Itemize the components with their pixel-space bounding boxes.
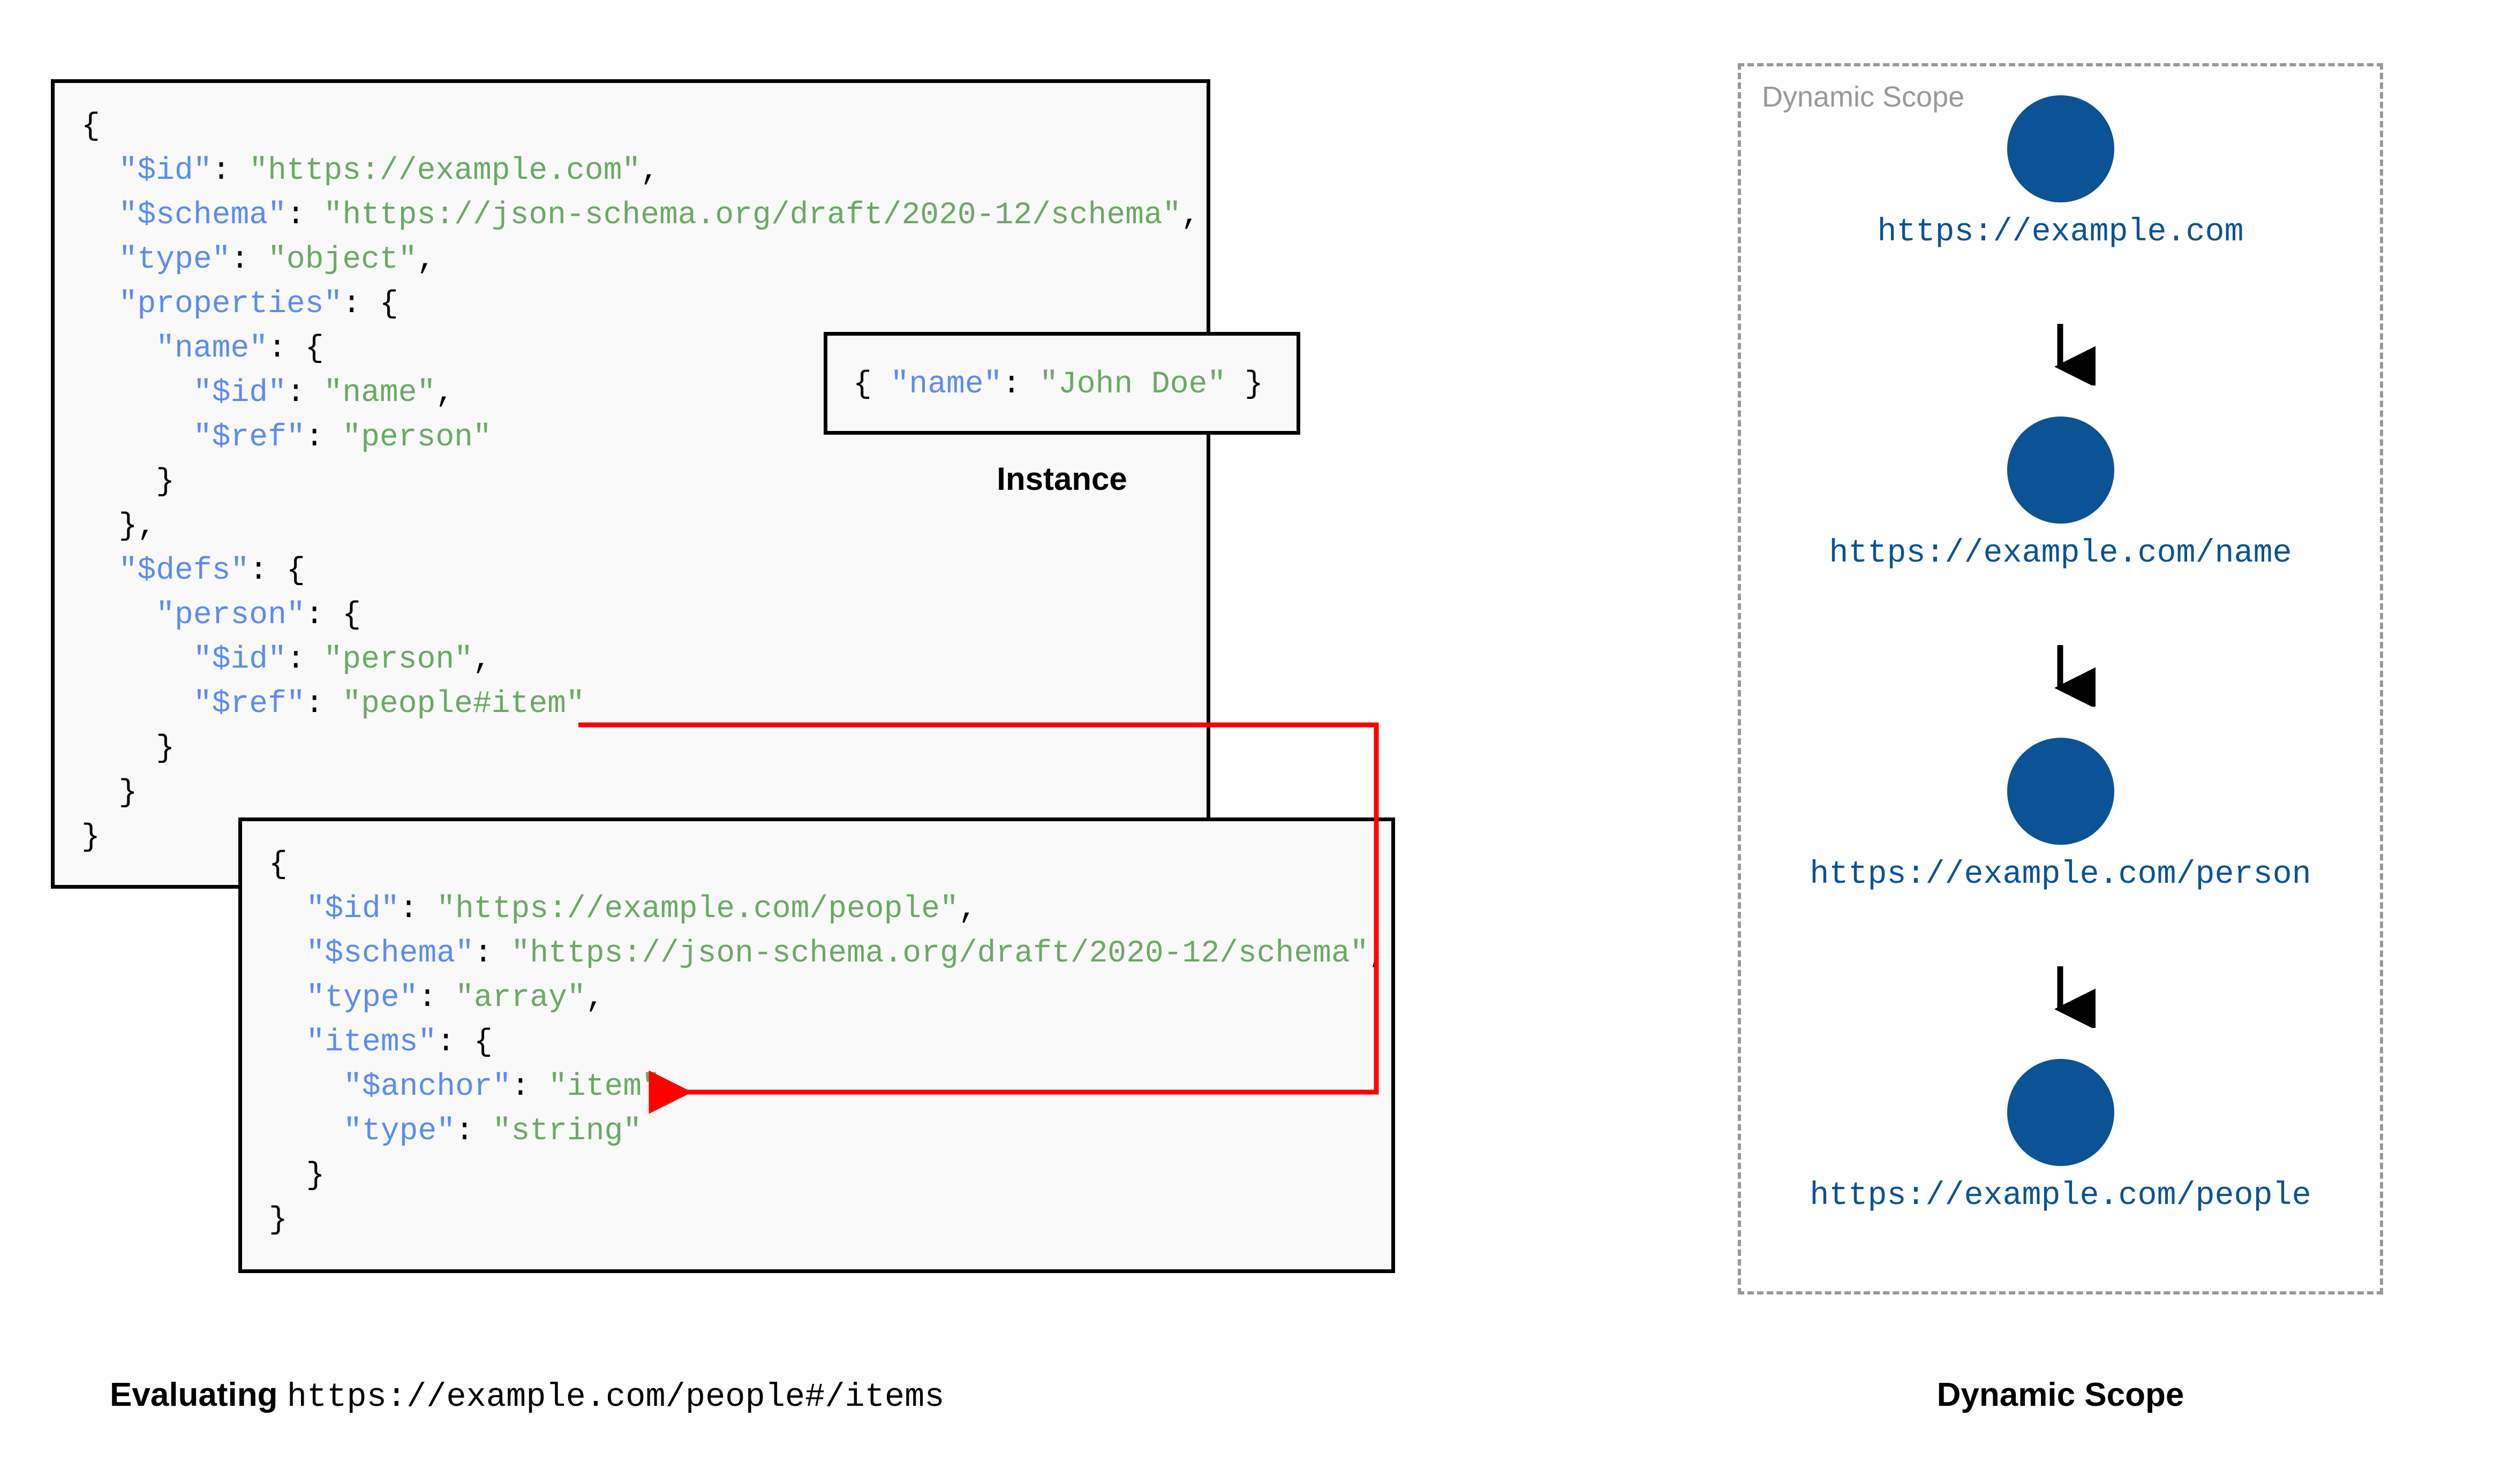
scope-circle-icon-3 xyxy=(2007,1059,2114,1166)
code-line: "person": { xyxy=(156,598,361,633)
code-line: } xyxy=(306,1159,325,1193)
code-line: "$id": "name", xyxy=(193,376,455,411)
scope-arrow-1 xyxy=(2054,645,2096,707)
scope-node-label-3: https://example.com/people xyxy=(1810,1178,2311,1214)
code-line: "type": "array", xyxy=(306,981,605,1016)
code-line: } xyxy=(81,820,100,855)
scope-node-label-0: https://example.com xyxy=(1877,214,2244,251)
code-line: "type": "string" xyxy=(343,1114,642,1149)
instance-box: { "name": "John Doe" } xyxy=(824,332,1300,435)
code-line: "$schema": "https://json-schema.org/draf… xyxy=(118,198,1200,233)
code-line: }, xyxy=(118,509,156,544)
left-caption-label: Evaluating xyxy=(110,1376,278,1413)
scope-node-3: https://example.com/people xyxy=(1738,1059,2383,1214)
code-line: { "name": "John Doe" } xyxy=(853,367,1263,402)
code-line: "$defs": { xyxy=(118,554,305,588)
code-line: "type": "object", xyxy=(118,243,436,277)
code-line: "$id": "https://example.com", xyxy=(118,154,660,188)
left-caption: Evaluating https://example.com/people#/i… xyxy=(110,1376,945,1416)
people-schema-box: { "$id": "https://example.com/people", "… xyxy=(238,817,1395,1273)
code-line: "items": { xyxy=(306,1025,493,1060)
code-line: "$id": "person", xyxy=(193,642,492,677)
code-line: { xyxy=(81,109,100,144)
scope-arrow-2 xyxy=(2054,966,2096,1028)
right-caption: Dynamic Scope xyxy=(1936,1376,2184,1413)
code-line: "properties": { xyxy=(118,287,398,322)
scope-node-0: https://example.com xyxy=(1738,95,2383,251)
scope-node-1: https://example.com/name xyxy=(1738,417,2383,572)
code-line: "name": { xyxy=(156,331,324,366)
scope-circle-icon-2 xyxy=(2007,738,2114,845)
root-schema-code: { "$id": "https://example.com", "$schema… xyxy=(81,104,1200,860)
code-line: } xyxy=(156,465,175,499)
instance-caption: Instance xyxy=(997,461,1127,497)
code-line: "$id": "https://example.com/people", xyxy=(306,892,977,927)
code-line: "$anchor": "item", xyxy=(343,1070,679,1104)
code-line: "$ref": "person" xyxy=(193,420,492,455)
scope-node-2: https://example.com/person xyxy=(1738,738,2383,893)
dynamic-scope-panel-label: Dynamic Scope xyxy=(1762,81,1965,113)
scope-node-label-1: https://example.com/name xyxy=(1829,535,2292,572)
code-line: "$schema": "https://json-schema.org/draf… xyxy=(306,936,1388,971)
scope-circle-icon-1 xyxy=(2007,417,2114,524)
scope-arrow-0 xyxy=(2054,324,2096,385)
code-line: { xyxy=(269,847,288,882)
code-line: } xyxy=(156,731,175,766)
scope-node-label-2: https://example.com/person xyxy=(1810,857,2311,893)
code-line: } xyxy=(269,1203,288,1238)
left-caption-uri: https://example.com/people#/items xyxy=(287,1378,945,1416)
code-line: "$ref": "people#item" xyxy=(193,687,585,722)
people-schema-code: { "$id": "https://example.com/people", "… xyxy=(269,843,1387,1243)
scope-circle-icon-0 xyxy=(2007,95,2114,202)
instance-code: { "name": "John Doe" } xyxy=(853,362,1263,407)
code-line: } xyxy=(118,776,138,811)
